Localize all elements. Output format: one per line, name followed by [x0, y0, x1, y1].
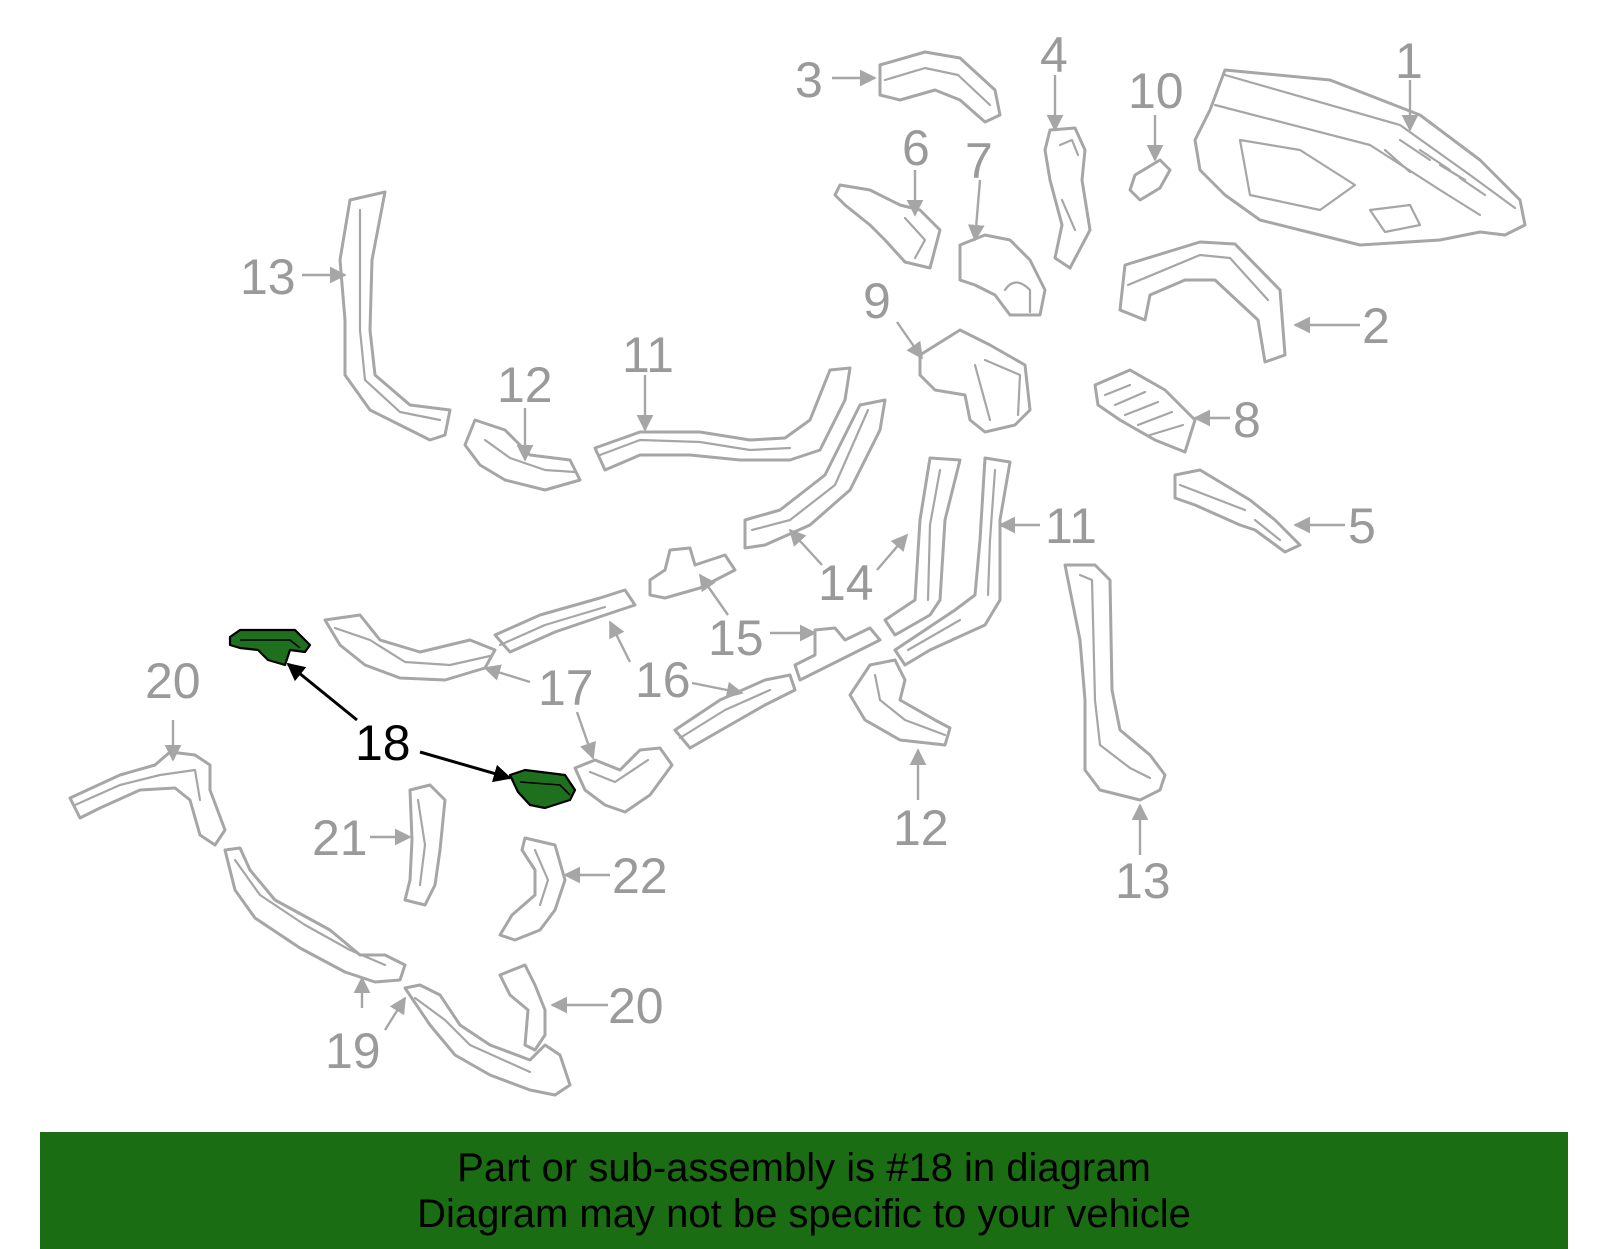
part-10-grommet [1128, 158, 1172, 202]
part-20-upper-duct [68, 750, 227, 847]
callout-18: 18 [355, 715, 411, 771]
part-4-duct [1043, 126, 1092, 270]
part-18-lower-highlighted[interactable] [508, 768, 577, 810]
part-16-upper-duct [493, 588, 637, 654]
part-21-duct [403, 783, 447, 907]
callout-11-upper: 11 [622, 327, 674, 383]
callout-12-upper: 12 [497, 357, 553, 413]
callout-17: 17 [538, 660, 594, 716]
callout-14: 14 [818, 555, 874, 611]
callout-21: 21 [312, 810, 368, 866]
callout-16: 16 [635, 652, 691, 708]
part-12-upper-elbow [463, 418, 582, 492]
callout-9: 9 [863, 273, 891, 329]
part-13-right-duct [1063, 563, 1167, 802]
part-12-lower-elbow [848, 658, 952, 747]
part-14-vertical-duct [883, 456, 962, 637]
part-8-duct [1093, 368, 1197, 454]
part-6-duct [833, 183, 942, 270]
callout-22: 22 [612, 848, 668, 904]
part-2-duct [1118, 240, 1287, 364]
callout-13-right: 13 [1115, 853, 1171, 909]
part-14-duct [743, 398, 887, 550]
part-17-lower-duct [573, 746, 674, 814]
callout-19: 19 [325, 1023, 381, 1079]
part-13-left-duct [338, 190, 452, 442]
callout-10: 10 [1128, 63, 1184, 119]
leader-lines [164, 69, 1419, 1031]
banner-line-1: Part or sub-assembly is #18 in diagram [457, 1145, 1151, 1190]
part-18-upper-highlighted[interactable] [228, 628, 312, 667]
callout-8: 8 [1233, 392, 1261, 448]
callout-11-right: 11 [1045, 498, 1097, 554]
callout-2: 2 [1362, 298, 1390, 354]
callout-20-lower: 20 [608, 978, 664, 1034]
callout-labels: 1 2 3 4 5 6 7 8 9 10 11 11 12 12 13 13 1… [145, 27, 1423, 1079]
part-11-upper-duct [593, 366, 852, 472]
part-19-duct [223, 846, 572, 1097]
part-17-upper-duct [323, 613, 497, 682]
part-15-upper-tee [648, 546, 737, 600]
part-20-lower-duct [498, 963, 547, 1052]
part-16-lower-duct [673, 673, 797, 750]
callout-5: 5 [1348, 498, 1376, 554]
callout-20-upper: 20 [145, 653, 201, 709]
highlight-leader-lines [286, 662, 512, 783]
banner-line-2: Diagram may not be specific to your vehi… [417, 1191, 1191, 1236]
callout-4: 4 [1040, 27, 1068, 83]
part-1-main-duct [1193, 68, 1527, 247]
callout-12-lower: 12 [893, 800, 949, 856]
callout-3: 3 [795, 52, 823, 108]
callout-15: 15 [708, 610, 764, 666]
part-3-duct [878, 50, 1002, 124]
info-banner: Part or sub-assembly is #18 in diagram D… [40, 1132, 1568, 1249]
callout-6: 6 [902, 120, 930, 176]
callout-13-left: 13 [240, 249, 296, 305]
part-5-duct [1173, 468, 1302, 554]
part-11-right-duct [893, 456, 1012, 667]
callout-1: 1 [1395, 33, 1423, 89]
part-9-duct [918, 328, 1032, 434]
callout-7: 7 [965, 133, 993, 189]
part-22-duct [498, 836, 567, 942]
part-7-duct [958, 233, 1047, 317]
